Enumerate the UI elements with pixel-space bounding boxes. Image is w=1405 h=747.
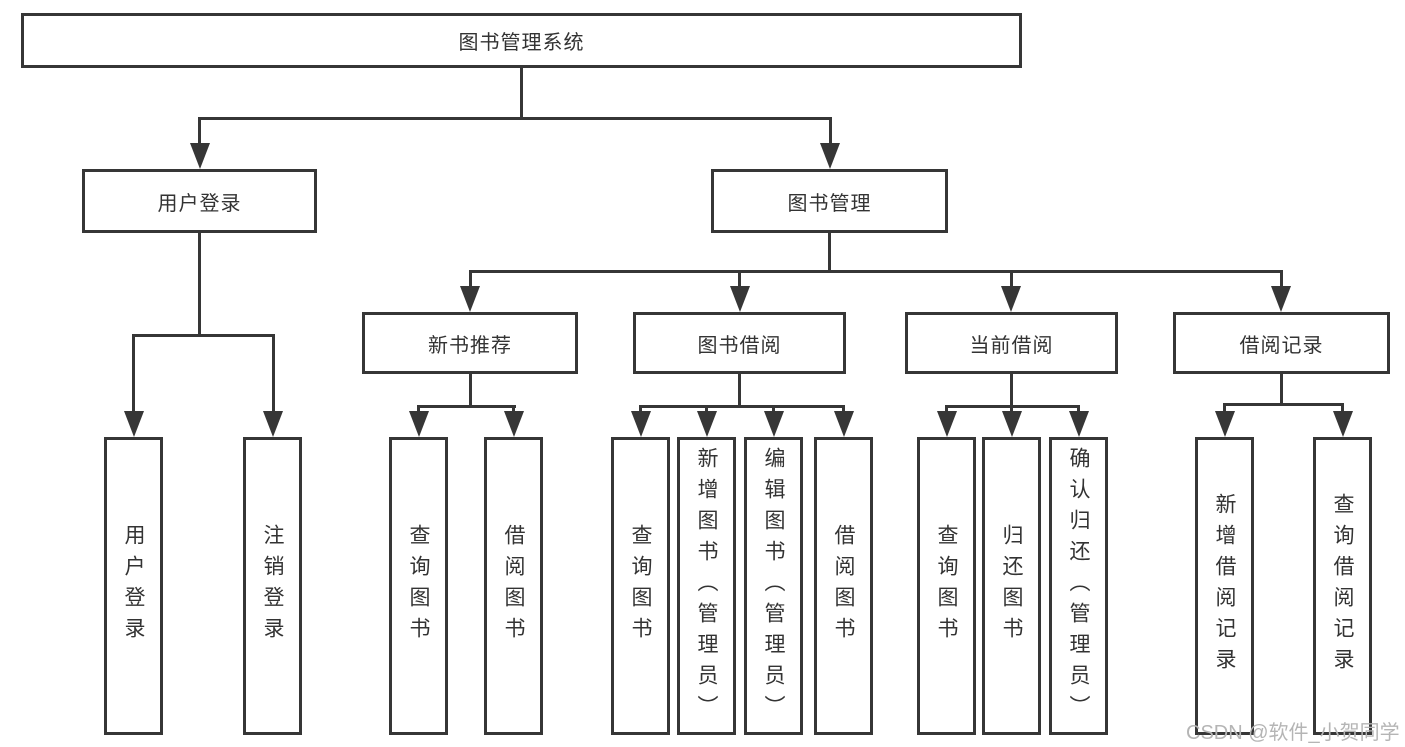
connector xyxy=(198,117,832,120)
leaf-add-book-admin: 新增图书（管理员） xyxy=(677,437,736,735)
node-book-borrow: 图书借阅 xyxy=(633,312,846,374)
arrowhead-icon xyxy=(1001,286,1021,312)
arrowhead-icon xyxy=(1271,286,1291,312)
connector xyxy=(738,270,741,288)
connector xyxy=(738,374,741,408)
connector xyxy=(1010,374,1013,408)
leaf-label: 注销登录 xyxy=(261,524,284,648)
leaf-label: 编辑图书（管理员） xyxy=(762,446,785,726)
node-new-book: 新书推荐 xyxy=(362,312,578,374)
leaf-label: 借阅图书 xyxy=(832,524,855,648)
connector xyxy=(198,117,201,147)
node-borrow-records: 借阅记录 xyxy=(1173,312,1390,374)
arrowhead-icon xyxy=(1215,411,1235,437)
leaf-label: 查询图书 xyxy=(407,524,430,648)
watermark: CSDN @软件_小贺同学 xyxy=(1186,722,1400,744)
node-borrow-records-label: 借阅记录 xyxy=(1239,334,1324,357)
leaf-label: 用户登录 xyxy=(122,524,145,648)
leaf-label: 新增借阅记录 xyxy=(1213,493,1236,679)
connector xyxy=(469,374,472,408)
connector xyxy=(417,405,516,408)
connector xyxy=(1280,374,1283,406)
node-book-mgmt-label: 图书管理 xyxy=(787,192,872,215)
connector xyxy=(520,68,523,120)
arrowhead-icon xyxy=(1069,411,1089,437)
arrowhead-icon xyxy=(1333,411,1353,437)
arrowhead-icon xyxy=(697,411,717,437)
arrowhead-icon xyxy=(1002,411,1022,437)
leaf-label: 查询借阅记录 xyxy=(1331,493,1354,679)
leaf-borrow-book-1: 借阅图书 xyxy=(484,437,543,735)
arrowhead-icon xyxy=(263,411,283,437)
node-current-borrow-label: 当前借阅 xyxy=(969,334,1054,357)
arrowhead-icon xyxy=(730,286,750,312)
node-new-book-label: 新书推荐 xyxy=(428,334,512,357)
leaf-return-book: 归还图书 xyxy=(982,437,1041,735)
connector xyxy=(1010,270,1013,288)
connector xyxy=(828,233,831,273)
leaf-confirm-return: 确认归还（管理员） xyxy=(1049,437,1108,735)
connector xyxy=(132,334,135,412)
leaf-query-book-3: 查询图书 xyxy=(917,437,976,735)
arrowhead-icon xyxy=(409,411,429,437)
leaf-query-book-2: 查询图书 xyxy=(611,437,670,735)
connector xyxy=(1341,403,1344,417)
leaf-logout: 注销登录 xyxy=(243,437,302,735)
leaf-label: 归还图书 xyxy=(1000,524,1023,648)
connector xyxy=(469,270,472,288)
connector xyxy=(1223,403,1226,417)
node-root: 图书管理系统 xyxy=(21,13,1022,68)
leaf-edit-book-admin: 编辑图书（管理员） xyxy=(744,437,803,735)
node-root-label: 图书管理系统 xyxy=(458,32,585,54)
leaf-query-borrow-record: 查询借阅记录 xyxy=(1313,437,1372,735)
leaf-borrow-book-2: 借阅图书 xyxy=(814,437,873,735)
connector xyxy=(469,270,1283,273)
arrowhead-icon xyxy=(834,411,854,437)
arrowhead-icon xyxy=(124,411,144,437)
leaf-label: 借阅图书 xyxy=(502,524,525,648)
leaf-label: 查询图书 xyxy=(629,524,652,648)
leaf-add-borrow-record: 新增借阅记录 xyxy=(1195,437,1254,735)
arrowhead-icon xyxy=(190,143,210,169)
connector xyxy=(198,233,201,337)
arrowhead-icon xyxy=(764,411,784,437)
connector xyxy=(1223,403,1344,406)
arrowhead-icon xyxy=(631,411,651,437)
connector xyxy=(639,405,845,408)
node-book-mgmt: 图书管理 xyxy=(711,169,948,233)
node-user-login: 用户登录 xyxy=(82,169,317,233)
connector xyxy=(272,334,275,412)
leaf-user-login: 用户登录 xyxy=(104,437,163,735)
connector xyxy=(1280,270,1283,288)
leaf-query-book-1: 查询图书 xyxy=(389,437,448,735)
node-current-borrow: 当前借阅 xyxy=(905,312,1118,374)
leaf-label: 新增图书（管理员） xyxy=(695,446,718,726)
node-book-borrow-label: 图书借阅 xyxy=(697,334,782,357)
leaf-label: 查询图书 xyxy=(935,524,958,648)
node-user-login-label: 用户登录 xyxy=(157,192,242,215)
connector xyxy=(829,117,832,147)
arrowhead-icon xyxy=(460,286,480,312)
arrowhead-icon xyxy=(504,411,524,437)
arrowhead-icon xyxy=(820,143,840,169)
leaf-label: 确认归还（管理员） xyxy=(1067,446,1090,726)
arrowhead-icon xyxy=(937,411,957,437)
connector xyxy=(132,334,275,337)
